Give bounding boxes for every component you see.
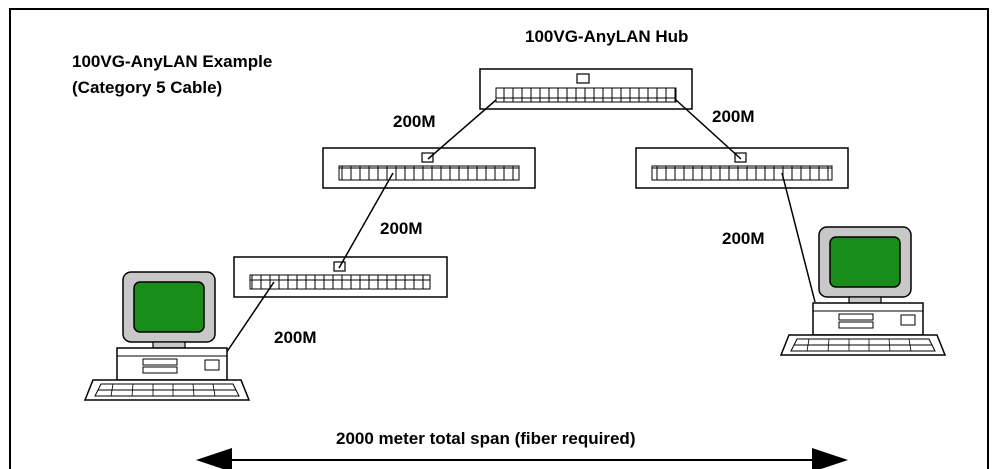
hub-right — [635, 147, 849, 189]
cable-left-lower — [338, 172, 394, 269]
span-arrow-right-icon — [812, 448, 848, 469]
diagram-title: 100VG-AnyLAN Example — [72, 52, 272, 71]
diagram-frame — [9, 8, 989, 469]
uplink-port — [576, 73, 590, 84]
hub-lower — [233, 256, 448, 298]
uplink-port — [734, 152, 747, 163]
link-label-lower-pc: 200M — [274, 328, 317, 347]
root-hub-label: 100VG-AnyLAN Hub — [525, 27, 688, 46]
root-hub — [479, 68, 693, 110]
link-label-root-right: 200M — [712, 107, 755, 126]
cable-root-right — [675, 99, 742, 160]
link-label-left-lower: 200M — [380, 219, 423, 238]
hub-left — [322, 147, 536, 189]
computer-left-icon — [83, 271, 251, 401]
link-label-right-pc: 200M — [722, 229, 765, 248]
link-label-root-left: 200M — [393, 112, 436, 131]
cable-root-left — [427, 99, 497, 160]
cable-right-pc — [781, 172, 816, 303]
diagram-subtitle: (Category 5 Cable) — [72, 78, 222, 97]
computer-right-icon — [779, 226, 947, 356]
uplink-port — [421, 152, 434, 163]
cable-lower-pc — [219, 281, 275, 363]
span-arrow-left-icon — [196, 448, 232, 469]
span-label: 2000 meter total span (fiber required) — [336, 429, 635, 448]
